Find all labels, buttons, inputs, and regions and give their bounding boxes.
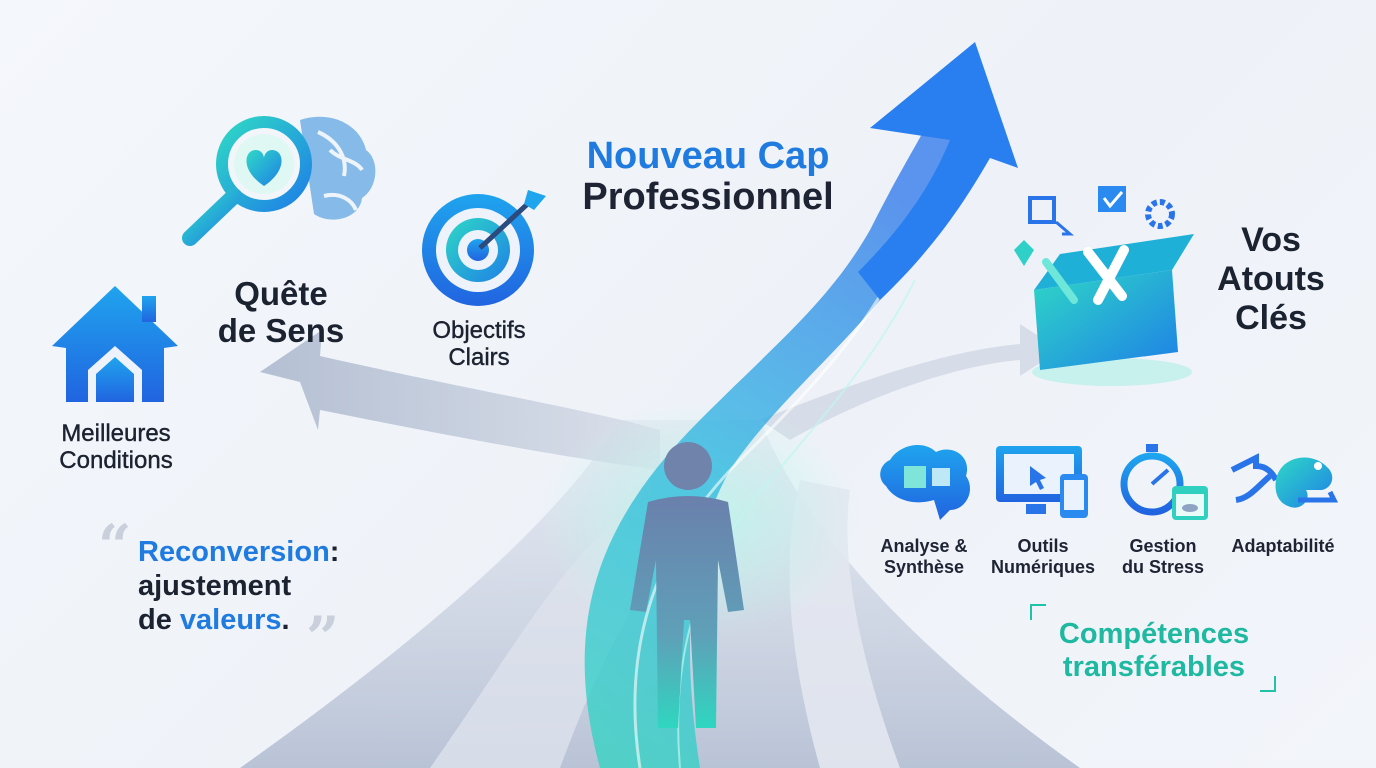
skill-1-line-1: Outils [1017, 536, 1069, 556]
stream-highlight-2 [677, 279, 916, 768]
label-quete-de-sens: Quête de Sens [196, 275, 366, 350]
skill-3-line-1: Adaptabilité [1231, 536, 1335, 556]
devices-icon [996, 446, 1088, 518]
quote-line-3-prefix: de [138, 603, 180, 636]
left-road-arm [260, 330, 660, 470]
main-title: Nouveau Cap Professionnel [548, 135, 868, 219]
competences-line-2: transférables [1062, 651, 1246, 684]
label-objectifs-line-1: Objectifs [432, 317, 526, 344]
quote-end: . [281, 603, 290, 636]
quote-line-2: ajustement [138, 569, 292, 602]
competences-line-1: Compétences [1058, 618, 1250, 650]
quote-word-valeurs: valeurs [179, 603, 282, 636]
target-arrow-icon [422, 190, 546, 306]
skill-0-line-2: Synthèse [883, 556, 965, 577]
label-objectifs-clairs: Objectifs Clairs [400, 317, 558, 372]
quote-word-reconversion: Reconversion [138, 536, 330, 568]
quote-colon: : [329, 536, 340, 568]
competences-transferables: Compétences transférables [1034, 618, 1274, 685]
skill-analyse-synthese: Analyse & Synthèse [870, 536, 978, 577]
title-line-2: Professionnel [582, 176, 834, 219]
bracket-bottom-right [1260, 676, 1276, 692]
quote-open-mark: “ [98, 512, 132, 580]
toolbox-icon [1014, 186, 1194, 386]
skill-2-line-1: Gestion [1129, 536, 1197, 556]
skill-adaptabilite: Adaptabilité [1220, 536, 1346, 557]
house-icon [52, 286, 178, 402]
skill-outils-numeriques: Outils Numériques [983, 536, 1103, 577]
skill-0-line-1: Analyse & [880, 536, 968, 556]
label-quete-line-2: de Sens [217, 311, 345, 349]
stopwatch-calendar-icon [1120, 444, 1208, 520]
right-road-arm [760, 324, 1060, 440]
label-quete-line-1: Quête [234, 275, 328, 312]
magnifier-heart-brain-icon [182, 116, 376, 246]
skill-gestion-stress: Gestion du Stress [1108, 536, 1218, 577]
label-meilleures-line-1: Meilleures [61, 420, 171, 447]
label-vos-line-1: Vos [1241, 221, 1301, 259]
label-meilleures-line-2: Conditions [59, 446, 173, 474]
quote-close-mark: ” [306, 604, 340, 672]
chameleon-icon [1230, 453, 1339, 508]
label-vos-atouts-cles: Vos Atouts Clés [1190, 221, 1352, 337]
bracket-top-left [1030, 604, 1046, 620]
title-line-1: Nouveau Cap [586, 135, 830, 177]
skill-2-line-2: du Stress [1121, 556, 1205, 577]
label-vos-line-2: Atouts [1217, 259, 1325, 298]
quote-text: Reconversion: ajustement de valeurs. [138, 536, 398, 638]
label-vos-line-3: Clés [1235, 298, 1307, 337]
brain-puzzle-icon [880, 445, 971, 520]
skill-1-line-2: Numériques [990, 556, 1096, 577]
label-objectifs-line-2: Clairs [448, 343, 510, 371]
person-icon [630, 442, 744, 728]
label-meilleures-conditions: Meilleures Conditions [30, 420, 202, 475]
upward-arrow-icon [858, 42, 1018, 300]
